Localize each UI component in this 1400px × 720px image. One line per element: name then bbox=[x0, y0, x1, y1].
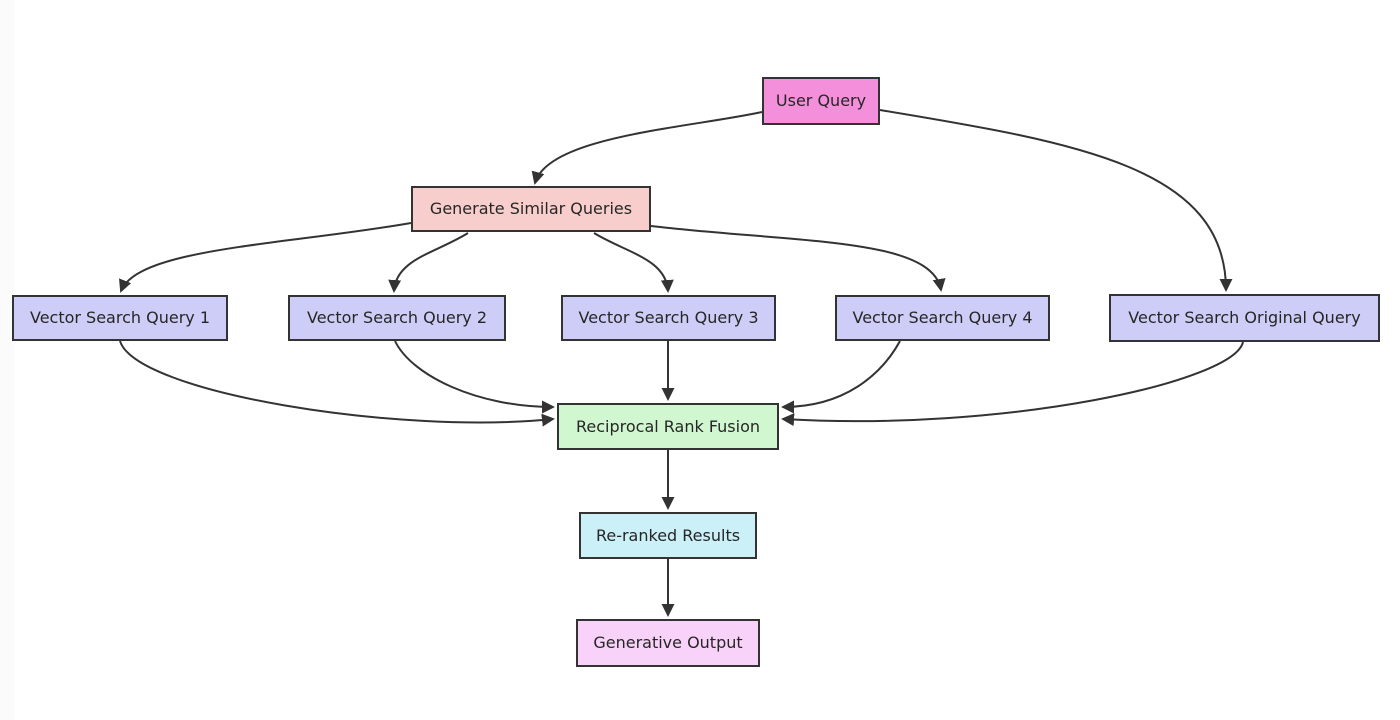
node-generative-output-label: Generative Output bbox=[593, 633, 743, 653]
node-vector-search-query-2-label: Vector Search Query 2 bbox=[306, 308, 487, 328]
node-generative-output: Generative Output bbox=[576, 619, 760, 667]
node-vector-search-query-3: Vector Search Query 3 bbox=[561, 295, 776, 341]
node-re-ranked-results: Re-ranked Results bbox=[579, 512, 757, 559]
node-vector-search-query-1: Vector Search Query 1 bbox=[12, 295, 228, 341]
edge-generate-similar-queries-to-vector-search-query-4 bbox=[650, 225, 946, 292]
edge-user-query-to-vector-search-original-query bbox=[879, 109, 1233, 292]
edge-generate-similar-queries-to-vector-search-query-2 bbox=[388, 232, 469, 293]
edge-user-query-to-generate-similar-queries bbox=[531, 111, 763, 185]
edge-vector-search-original-query-to-reciprocal-rank-fusion bbox=[781, 341, 1244, 427]
page-left-margin bbox=[0, 0, 14, 720]
node-generate-similar-queries: Generate Similar Queries bbox=[411, 186, 651, 232]
node-reciprocal-rank-fusion-label: Reciprocal Rank Fusion bbox=[575, 416, 761, 436]
edge-vector-search-query-2-to-reciprocal-rank-fusion bbox=[394, 340, 555, 414]
node-vector-search-original-query-label: Vector Search Original Query bbox=[1128, 308, 1361, 328]
edge-vector-search-query-4-to-reciprocal-rank-fusion bbox=[781, 340, 901, 414]
node-vector-search-query-4: Vector Search Query 4 bbox=[835, 295, 1050, 341]
node-vector-search-query-1-label: Vector Search Query 1 bbox=[29, 308, 210, 328]
node-vector-search-original-query: Vector Search Original Query bbox=[1109, 294, 1380, 342]
node-vector-search-query-2: Vector Search Query 2 bbox=[288, 295, 506, 341]
node-generate-similar-queries-label: Generate Similar Queries bbox=[429, 199, 633, 219]
edge-generate-similar-queries-to-vector-search-query-3 bbox=[593, 232, 674, 293]
node-vector-search-query-3-label: Vector Search Query 3 bbox=[578, 308, 759, 328]
node-reciprocal-rank-fusion: Reciprocal Rank Fusion bbox=[557, 403, 779, 450]
node-user-query-label: User Query bbox=[775, 91, 867, 111]
edge-vector-search-query-1-to-reciprocal-rank-fusion bbox=[119, 340, 555, 427]
node-vector-search-query-4-label: Vector Search Query 4 bbox=[852, 308, 1033, 328]
edge-generate-similar-queries-to-vector-search-query-1 bbox=[119, 222, 412, 293]
node-user-query: User Query bbox=[762, 77, 880, 125]
node-re-ranked-results-label: Re-ranked Results bbox=[595, 525, 741, 545]
